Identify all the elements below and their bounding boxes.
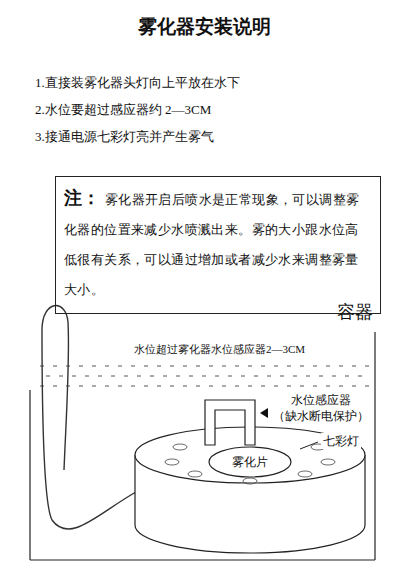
note-body: 雾化器开启后喷水是正常现象，可以调整雾化器的位置来减少水喷溅出来。雾的大小跟水位… — [64, 192, 359, 297]
container-heading: 容器 — [337, 300, 373, 324]
atomizer-body — [135, 427, 365, 553]
power-cord — [42, 306, 136, 529]
light-label: 七彩灯 — [321, 433, 361, 449]
instruction-step: 1.直接装雾化器头灯向上平放在水下 — [35, 74, 240, 92]
sensor-label: 水位感应器 （缺水断电保护） — [272, 392, 370, 424]
note-box: 注：雾化器开启后喷水是正常现象，可以调整雾化器的位置来减少水喷溅出来。雾的大小跟… — [55, 176, 381, 314]
water-surface — [40, 366, 370, 386]
instruction-step: 2.水位要超过感应器约 2—3CM — [35, 101, 211, 119]
light-holes — [165, 444, 335, 484]
note-heading: 注： — [64, 188, 101, 208]
disc-label: 雾化片 — [208, 446, 292, 471]
instruction-step: 3.接通电源七彩灯亮并产生雾气 — [35, 128, 214, 146]
sensor-pointer — [260, 408, 268, 418]
atomizer-disc: 雾化片 — [208, 446, 292, 478]
container: 雾化片容器 — [30, 330, 375, 560]
water-level-note: 水位超过雾化器水位感应器2—3CM — [134, 342, 305, 357]
title: 雾化器安装说明 — [0, 14, 408, 40]
light-leader — [300, 442, 318, 449]
water-level-sensor — [205, 400, 255, 445]
